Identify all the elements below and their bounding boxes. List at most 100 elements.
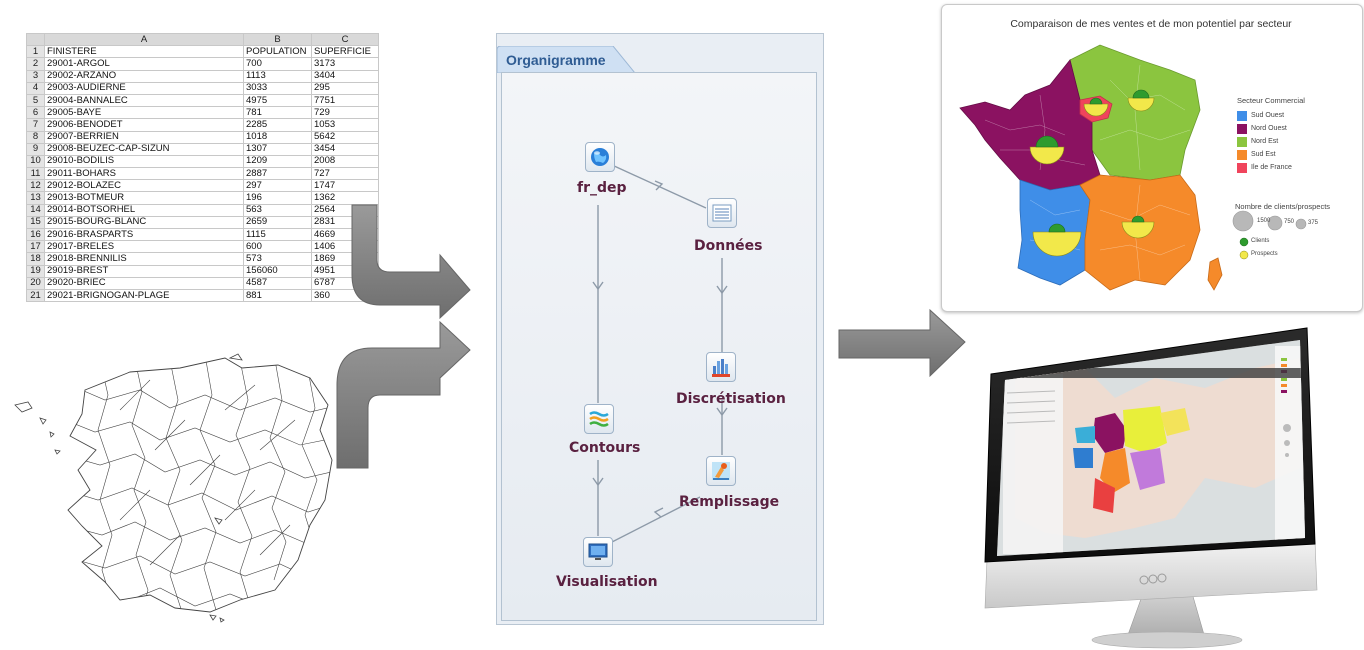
map-arrow [336,320,471,469]
donnees-label: Données [694,238,763,254]
donnees-node[interactable] [707,198,737,228]
table-cell[interactable]: 29001-ARGOL [44,57,244,71]
table-cell[interactable]: 29014-BOTSORHEL [44,203,244,217]
table-cell[interactable]: 29006-BENODET [44,118,244,132]
table-cell[interactable]: 1053 [311,118,379,132]
monitor-screen [997,340,1305,556]
table-cell[interactable]: 700 [243,57,312,71]
table-cell[interactable]: 4587 [243,276,312,290]
table-cell[interactable]: 1747 [311,179,379,193]
visualisation-node[interactable] [583,537,613,567]
legend-swatch [1237,124,1247,134]
table-cell[interactable]: 573 [243,252,312,266]
table-cell[interactable]: 29005-BAYE [44,106,244,120]
table-cell[interactable]: 29010-BODILIS [44,154,244,169]
legend-label: Nord Ouest [1251,125,1287,132]
table-cell[interactable]: 600 [243,240,312,254]
table-cell[interactable]: 3173 [311,57,379,71]
table-cell[interactable]: 360 [311,288,379,303]
table-cell[interactable]: 2887 [243,167,312,181]
table-cell[interactable]: 7751 [311,93,379,108]
row-number: 15 [26,215,45,230]
table-cell[interactable]: 1307 [243,142,312,156]
table-cell[interactable]: 29008-BEUZEC-CAP-SIZUN [44,142,244,156]
table-cell[interactable]: 295 [311,81,379,95]
table-cell[interactable]: 3033 [243,81,312,95]
organigramme-tab[interactable] [497,46,635,73]
row-number: 14 [26,203,45,217]
corner-cell [26,32,45,47]
remplissage-node[interactable] [706,456,736,486]
table-cell[interactable]: 2285 [243,118,312,132]
table-cell[interactable]: 4975 [243,93,312,108]
table-cell[interactable]: 29011-BOHARS [44,167,244,181]
table-cell[interactable]: 2831 [311,215,379,230]
monitor-logo [1139,573,1167,585]
row-number: 11 [26,167,45,181]
table-cell[interactable]: 29015-BOURG-BLANC [44,215,244,230]
discretisation-label: Discrétisation [676,391,786,407]
table-cell[interactable]: 29016-BRASPARTS [44,227,244,242]
table-cell[interactable]: 1113 [243,69,312,83]
table-cell[interactable]: 727 [311,167,379,181]
prospects-legend-label: Prospects [1251,251,1278,257]
table-cell[interactable]: 3404 [311,69,379,83]
fr-dep-node[interactable] [585,142,615,172]
table-cell[interactable]: 29021-BRIGNOGAN-PLAGE [44,288,244,303]
table-cell[interactable]: 4669 [311,227,379,242]
table-cell[interactable]: 781 [243,106,312,120]
table-cell[interactable]: 29004-BANNALEC [44,93,244,108]
globe-icon [591,148,609,166]
table-cell[interactable]: 29018-BRENNILIS [44,252,244,266]
flow-canvas [501,72,817,621]
table-cell[interactable]: 1406 [311,240,379,254]
table-cell[interactable]: 29019-BREST [44,264,244,278]
legend-label: Sud Est [1251,151,1276,158]
table-cell[interactable]: 1115 [243,227,312,242]
table-cell[interactable]: 881 [243,288,312,303]
table-cell[interactable]: 3454 [311,142,379,156]
table-cell[interactable]: 4951 [311,264,379,278]
table-cell[interactable]: 1362 [311,191,379,205]
table-cell[interactable]: 6787 [311,276,379,290]
table-cell[interactable]: 729 [311,106,379,120]
table-cell[interactable]: 196 [243,191,312,205]
column-header: A [44,32,244,47]
table-cell[interactable]: 29007-BERRIEN [44,130,244,144]
table-cell[interactable]: 29017-BRELES [44,240,244,254]
contours-node[interactable] [584,404,614,434]
table-cell[interactable]: 29003-AUDIERNE [44,81,244,95]
table-cell[interactable]: 1209 [243,154,312,169]
table-cell[interactable]: 29002-ARZANO [44,69,244,83]
table-cell[interactable]: 29012-BOLAZEC [44,179,244,193]
row-number: 6 [26,106,45,120]
row-number: 7 [26,118,45,132]
table-cell[interactable]: 563 [243,203,312,217]
table-cell[interactable]: 1869 [311,252,379,266]
table-cell[interactable]: 2659 [243,215,312,230]
table-cell[interactable]: FINISTERE [44,45,244,59]
row-number: 3 [26,69,45,83]
table-cell[interactable]: 5642 [311,130,379,144]
table-cell[interactable]: 29013-BOTMEUR [44,191,244,205]
row-number: 19 [26,264,45,278]
table-cell[interactable]: 29020-BRIEC [44,276,244,290]
table-cell[interactable]: 2008 [311,154,379,169]
legend-label: Sud Ouest [1251,112,1285,119]
table-cell[interactable]: POPULATION [243,45,312,59]
commune-outline-map [14,353,333,623]
discretisation-node[interactable] [706,352,736,382]
table-cell[interactable]: SUPERFICIE [311,45,379,59]
table-cell[interactable]: 2564 [311,203,379,217]
table-cell[interactable]: 156060 [243,264,312,278]
table-cell[interactable]: 1018 [243,130,312,144]
table-cell[interactable]: 297 [243,179,312,193]
